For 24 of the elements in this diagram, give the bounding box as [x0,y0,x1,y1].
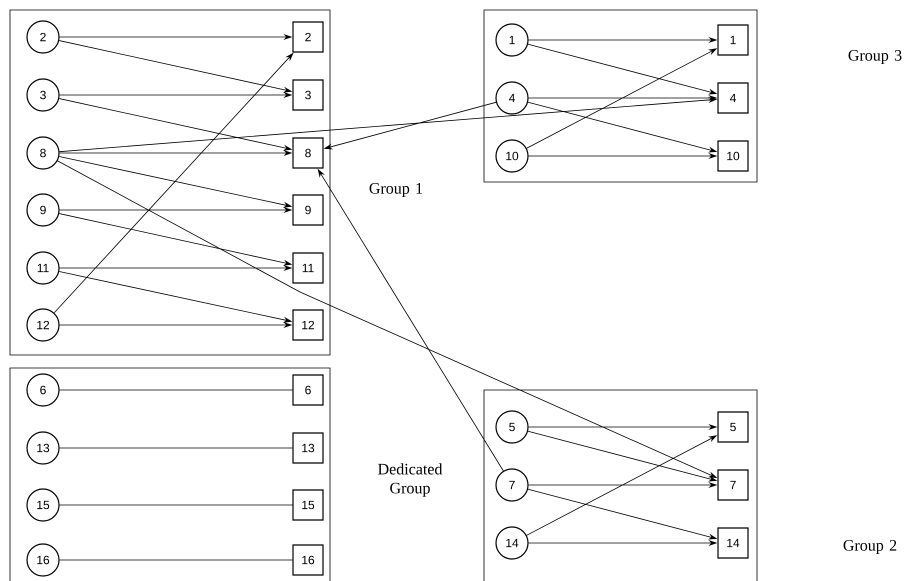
node-square: 5 [717,411,749,443]
node-square: 2 [292,21,324,53]
node-square: 10 [717,140,749,172]
node-square: 12 [292,309,324,341]
group-label: Group 1 [370,183,422,197]
node-square: 3 [292,79,324,111]
group-label: Group 3 [848,50,902,64]
node-square: 15 [292,489,324,521]
node-square: 9 [292,194,324,226]
node-square: 6 [292,374,324,406]
node-square: 8 [292,137,324,169]
group-box [484,390,758,581]
node-square: 4 [717,82,749,114]
group-box [10,368,330,581]
node-square: 14 [717,527,749,559]
group-box [10,10,330,356]
node-square: 1 [717,24,749,56]
node-square: 11 [292,252,324,284]
group-box [484,10,758,182]
node-square: 13 [292,432,324,464]
node-square: 16 [292,544,324,576]
group-label: Group 2 [844,540,896,554]
group-label: Dedicated Group [378,463,442,497]
node-square: 7 [717,469,749,501]
